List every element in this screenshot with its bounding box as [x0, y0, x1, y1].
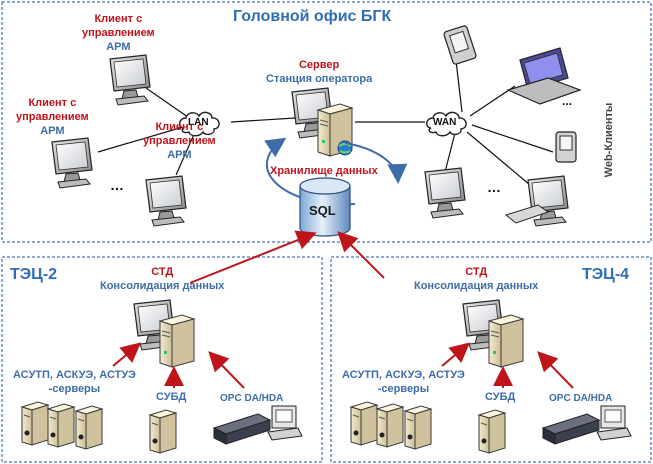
std-label: СТД Консолидация данных — [414, 266, 539, 292]
std-tower-icon — [488, 314, 524, 368]
dbms-label: СУБД — [485, 391, 516, 403]
client-monitor-icon — [109, 54, 151, 106]
uplink-arrow — [337, 231, 385, 279]
tec4-frame — [330, 256, 652, 463]
sql-label: SQL — [309, 203, 336, 218]
dbms-tower-icon — [149, 409, 177, 454]
head-office-title: Головной офис БГК — [233, 8, 392, 25]
servers-label: АСУТП, АСКУЭ, АСТУЭ -серверы — [13, 369, 136, 395]
server-tower-icon — [404, 405, 432, 450]
server-tower-icon — [21, 401, 49, 446]
sync-arrow — [344, 142, 408, 184]
lan-label: LAN — [188, 117, 209, 128]
opc-label: OPC DA/HDA — [220, 393, 284, 404]
tec4-equipment — [350, 299, 632, 454]
opc-device-icon — [541, 405, 632, 445]
head-office-frame — [1, 1, 652, 243]
web-client-monitor-icon — [424, 167, 466, 219]
std-label: СТД Консолидация данных — [100, 266, 225, 292]
opc-device-icon — [212, 405, 303, 445]
plant-title: ТЭЦ-2 — [10, 266, 58, 283]
storage-label: Хранилище данных — [270, 165, 378, 177]
clients-ellipsis: … — [110, 177, 124, 193]
server-tower-icon — [350, 401, 378, 446]
tec2-frame — [1, 256, 323, 463]
std-tower-icon — [159, 314, 195, 368]
dbms-label: СУБД — [156, 391, 187, 403]
pda-icon — [443, 25, 477, 65]
web-ellipsis: … — [487, 179, 501, 195]
tec2-equipment — [21, 299, 303, 454]
client-monitor-icon — [51, 137, 93, 189]
laptop-icon — [506, 47, 582, 105]
dbms-tower-icon — [478, 409, 506, 454]
handheld-icon — [555, 131, 577, 163]
client-monitor-icon — [145, 175, 187, 227]
server-tower-icon — [376, 403, 404, 448]
client-label-3: Клиент с управлением АРМ — [143, 121, 216, 161]
uplink-arrow — [189, 230, 317, 284]
server-label: Сервер Станция оператора — [266, 59, 373, 85]
workstation-icon — [504, 175, 569, 227]
server-tower-icon — [47, 403, 75, 448]
wan-label: WAN — [433, 117, 457, 128]
client-label-2: Клиент с управлением АРМ — [16, 97, 89, 137]
servers-label: АСУТП, АСКУЭ, АСТУЭ -серверы — [342, 369, 465, 395]
plant-title: ТЭЦ-4 — [582, 266, 630, 283]
client-label-1: Клиент с управлением АРМ — [82, 13, 155, 53]
server-tower-icon — [75, 405, 103, 450]
web-clients-label: Web-Клиенты — [603, 103, 615, 178]
web-ellipsis-small: ... — [562, 94, 573, 108]
opc-label: OPC DA/HDA — [549, 393, 613, 404]
sql-database-icon — [299, 177, 351, 237]
